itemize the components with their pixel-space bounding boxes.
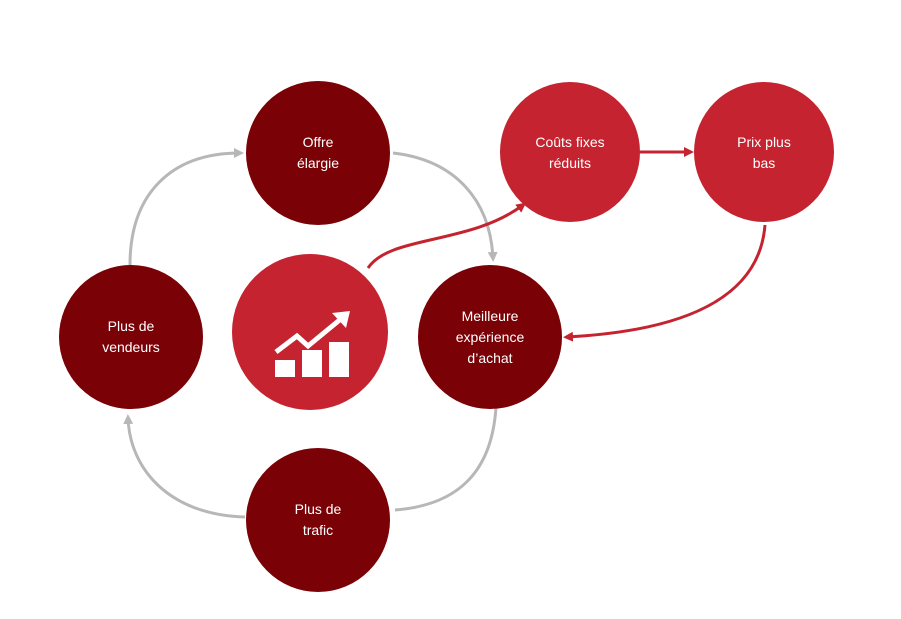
node-label: expérience: [456, 329, 525, 345]
arrow-vendeurs-to-offre: [128, 148, 244, 266]
node-prix-plus-bas: Prix plus bas: [694, 82, 834, 222]
node-label: vendeurs: [102, 339, 160, 355]
node-label: Plus de: [295, 501, 342, 517]
node-label: trafic: [303, 522, 333, 538]
arrow-experience-to-trafic: [394, 406, 498, 512]
node-label: Coûts fixes: [535, 134, 604, 150]
arrow-growth-to-couts: [366, 202, 527, 269]
node-growth: [232, 254, 388, 410]
node-label: Prix plus: [737, 134, 791, 150]
growth-chart-icon: [274, 311, 350, 377]
node-label: d’achat: [467, 350, 512, 366]
node-label: bas: [753, 155, 776, 171]
node-label: Plus de: [108, 318, 155, 334]
node-label: Offre: [303, 134, 334, 150]
arrow-prix-to-experience: [563, 224, 767, 342]
arrow-trafic-to-vendeurs: [123, 414, 246, 519]
node-label: élargie: [297, 155, 339, 171]
node-plus-de-vendeurs: Plus de vendeurs: [59, 265, 203, 409]
node-plus-de-trafic: Plus de trafic: [246, 448, 390, 592]
node-meilleure-experience: Meilleure expérience d’achat: [418, 265, 562, 409]
node-offre-elargie: Offre élargie: [246, 81, 390, 225]
node-couts-fixes-reduits: Coûts fixes réduits: [500, 82, 640, 222]
node-label: réduits: [549, 155, 591, 171]
node-label: Meilleure: [462, 308, 519, 324]
arrow-offre-to-experience: [392, 151, 498, 262]
